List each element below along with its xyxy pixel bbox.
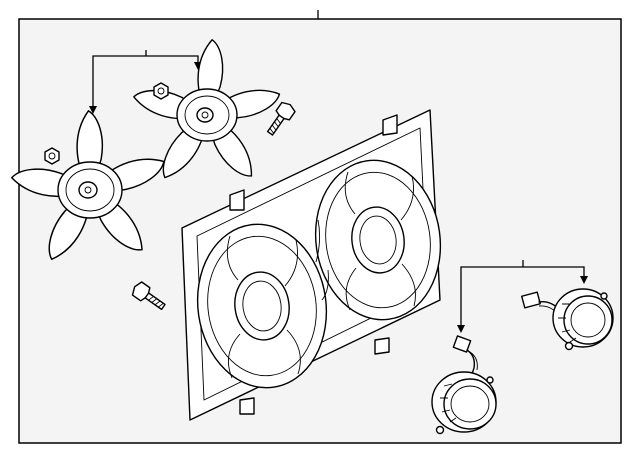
bolt-lower: [131, 281, 166, 311]
fan-blade-upper: [130, 37, 284, 185]
nut-lower: [44, 147, 60, 165]
bolt-upper: [266, 101, 296, 136]
nut-upper: [153, 82, 169, 100]
motor-callout: [457, 260, 588, 333]
fan-shroud: [181, 109, 442, 421]
fan-blade-lower: [8, 109, 170, 265]
fan-motor-left: [431, 335, 497, 435]
fan-motor-right: [521, 288, 614, 351]
